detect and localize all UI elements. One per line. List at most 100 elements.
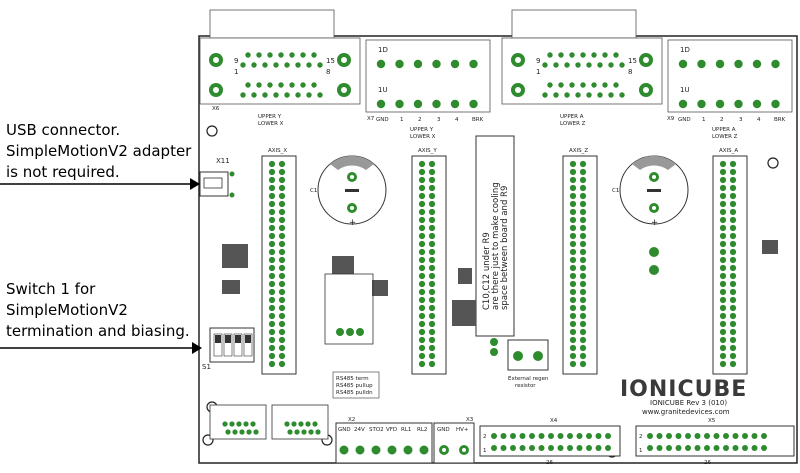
header-pin [538,433,545,439]
dsub-pin [284,62,290,68]
header-pin [418,280,426,288]
x7-line2: LOWER X [410,134,436,140]
header-pin [569,304,577,312]
header-pin [418,304,426,312]
dsub-x8-pin8-label: 8 [628,68,632,76]
header-pin [278,296,286,304]
header-pin [723,433,729,439]
header-pin [268,240,276,248]
terminal-pad [403,445,413,455]
dsub-pin [580,82,586,88]
header-pin [579,256,587,264]
dsub-pin [273,92,279,98]
header-pin [418,288,426,296]
dsub-x8-pin9-label: 9 [536,57,540,65]
header-pin [569,168,577,176]
dsub-pin [619,92,625,98]
axis-module-a: AXIS_A [712,148,748,375]
header-pin [685,433,691,439]
x2-pin-24v: 24V [354,427,365,433]
capacitor-c1-left: + C1 [310,155,387,228]
header-pin [243,421,249,427]
pad [649,247,659,257]
terminal-pad [678,59,688,69]
terminal-pad [413,59,423,69]
header-pin [278,184,286,192]
header-pin [569,176,577,184]
capacitor-right-polarity: + [651,218,658,228]
dsub-pin [608,62,614,68]
header-pin [222,421,228,427]
header-pin [278,200,286,208]
header-pin [732,433,739,439]
header-pin [569,280,577,288]
header-pin [729,240,737,248]
header-pin [278,352,286,360]
brand-block: IONICUBE IONICUBE Rev 3 (010) www.granit… [620,377,746,416]
header-pin [312,421,318,427]
dsub-pin [317,92,323,98]
x9-pin-1: 1 [702,117,706,123]
capacitor-left-polarity: + [349,218,356,228]
resistor-r9: C10,C12 under R9 are there just to make … [475,135,515,356]
header-pin [268,328,276,336]
terminal-pad [395,59,404,69]
axis-z-label: AXIS_Z [569,148,588,154]
header-pin [268,344,276,352]
dsub-pin [542,62,548,68]
ic-chip [458,268,472,284]
header-pin [268,232,276,240]
terminal-pad [715,99,725,109]
header-pin [268,200,276,208]
header-pin [529,445,535,451]
header-pin [729,280,737,288]
usb-callout-line1: USB connector. [6,121,121,139]
dsub-pin [289,52,295,58]
header-pin [719,288,727,296]
terminal-pad [395,99,404,109]
header-pin [576,433,583,439]
terminal-pad [697,59,706,69]
header-pin [278,288,286,296]
header-pin [579,312,587,320]
board-revision: IONICUBE Rev 3 (010) [650,399,727,407]
dsub-pin [619,62,625,68]
header-pin [729,208,737,216]
header-pin [569,192,577,200]
dsub-pin [602,82,608,88]
pad [336,328,344,336]
x5-end-label: 26 [704,460,711,466]
header-pin [428,304,436,312]
header-pin [268,296,276,304]
header-pin [418,216,426,224]
header-pin [569,264,577,272]
header-pin [605,433,611,439]
header-pin [569,272,577,280]
terminal-pad [376,99,386,109]
header-pin [557,433,564,439]
x9-bottom-label: 1U [680,86,690,94]
header-pin [579,200,587,208]
header-pin [579,352,587,360]
dsub-pin [295,92,301,98]
dsub-pin [262,62,268,68]
axis-module-z: AXIS_Z [562,148,598,375]
header-pin [729,176,737,184]
header-pin [428,288,436,296]
mounting-hole [767,157,779,169]
header-x5: X5 2 1 26 [635,418,795,466]
terminal-pad [450,99,460,109]
header-pin [278,280,286,288]
axis-module-x: AXIS_X [261,148,297,375]
header-pin [428,296,436,304]
header-pin [548,433,554,439]
header-pin [569,224,577,232]
dsub-x6-line2: LOWER X [258,121,284,127]
dsub-pin [613,82,619,88]
header-pin [729,352,737,360]
header-pin [278,312,286,320]
header-pin [569,208,577,216]
dsub-pin [295,62,301,68]
header-pin [428,272,436,280]
header-pin [647,433,653,439]
